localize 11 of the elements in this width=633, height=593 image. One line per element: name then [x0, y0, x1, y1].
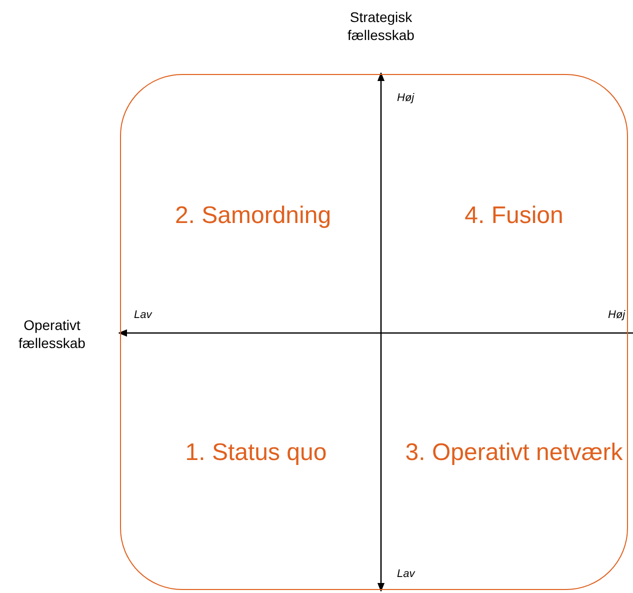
matrix-frame	[120, 74, 628, 590]
axis-end-label: Lav	[134, 309, 152, 321]
axis-title: Strategisk fællesskab	[346, 8, 416, 44]
quadrant-label: 4. Fusion	[464, 202, 564, 230]
axis-title: Operativt fællesskab	[18, 316, 86, 352]
quadrant-label: 2. Samordning	[174, 202, 332, 230]
axis-end-label: Høj	[397, 92, 414, 104]
quadrant-label: 3. Operativt netværk	[405, 439, 623, 467]
axis-end-label: Lav	[397, 568, 415, 580]
axis-end-label: Høj	[608, 309, 626, 321]
quadrant-label: 1. Status quo	[185, 439, 327, 467]
